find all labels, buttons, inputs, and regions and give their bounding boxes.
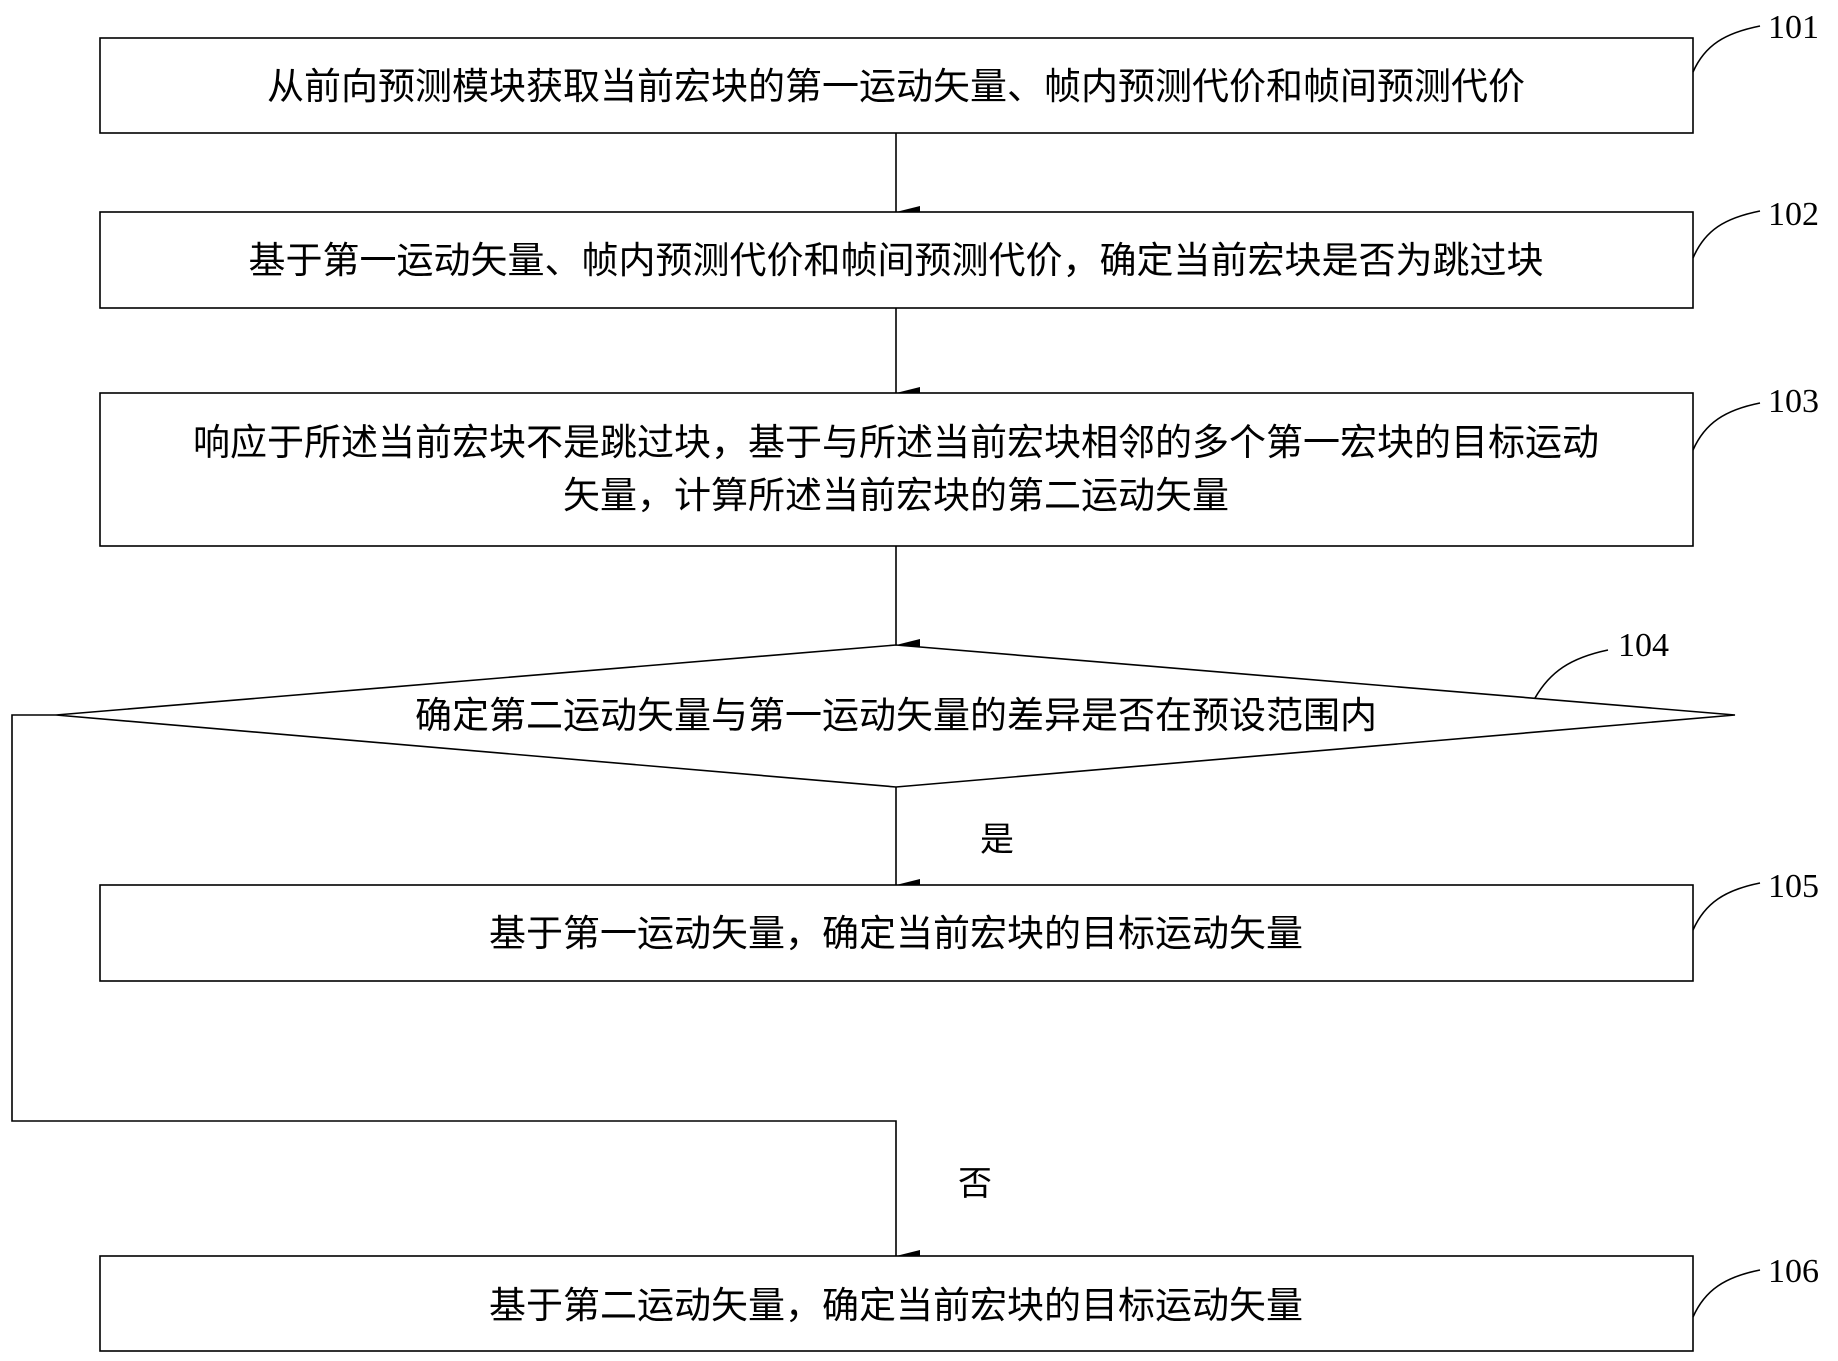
step-102-box (99, 211, 1694, 309)
step-103-text-line-2: 矢量，计算所述当前宏块的第二运动矢量 (563, 474, 1229, 517)
step-105-text: 基于第一运动矢量，确定当前宏块的目标运动矢量 (489, 912, 1303, 955)
step-106-box (99, 1255, 1694, 1352)
step-102: 基于第一运动矢量、帧内预测代价和帧间预测代价，确定当前宏块是否为跳过块 (99, 211, 1694, 309)
ref-103-label: 103 (1768, 383, 1819, 420)
ref-103: 103 (1692, 383, 1819, 451)
step-101-text: 从前向预测模块获取当前宏块的第一运动矢量、帧内预测代价和帧间预测代价 (267, 65, 1525, 108)
step-101: 从前向预测模块获取当前宏块的第一运动矢量、帧内预测代价和帧间预测代价 (99, 37, 1694, 134)
step-103: 响应于所述当前宏块不是跳过块，基于与所述当前宏块相邻的多个第一宏块的目标运动 矢… (99, 392, 1694, 547)
ref-101-leader (1692, 25, 1761, 73)
ref-102-label: 102 (1768, 196, 1819, 233)
step-103-text-line-1: 响应于所述当前宏块不是跳过块，基于与所述当前宏块相邻的多个第一宏块的目标运动 (193, 421, 1599, 464)
ref-104-label: 104 (1618, 627, 1669, 664)
ref-101: 101 (1692, 9, 1819, 73)
step-104-decision: 确定第二运动矢量与第一运动矢量的差异是否在预设范围内 (55, 644, 1736, 788)
step-105: 基于第一运动矢量，确定当前宏块的目标运动矢量 (99, 884, 1694, 982)
step-106-text: 基于第二运动矢量，确定当前宏块的目标运动矢量 (489, 1284, 1303, 1327)
ref-105-leader (1692, 882, 1761, 931)
branch-yes-label: 是 (980, 820, 1014, 860)
step-103-box (99, 392, 1694, 547)
ref-104-leader (1534, 649, 1609, 699)
ref-102-leader (1692, 210, 1761, 259)
ref-103-leader (1692, 402, 1761, 451)
step-104-text: 确定第二运动矢量与第一运动矢量的差异是否在预设范围内 (415, 694, 1377, 737)
step-105-box (99, 884, 1694, 982)
ref-105: 105 (1692, 868, 1819, 931)
ref-106-leader (1692, 1269, 1761, 1318)
ref-105-label: 105 (1768, 868, 1819, 905)
ref-106: 106 (1692, 1253, 1819, 1318)
ref-106-label: 106 (1768, 1253, 1819, 1290)
step-101-box (99, 37, 1694, 134)
step-102-text: 基于第一运动矢量、帧内预测代价和帧间预测代价，确定当前宏块是否为跳过块 (249, 239, 1544, 282)
step-106: 基于第二运动矢量，确定当前宏块的目标运动矢量 (99, 1255, 1694, 1352)
branch-no-label: 否 (958, 1164, 992, 1204)
ref-104: 104 (1534, 627, 1669, 699)
ref-101-label: 101 (1768, 9, 1819, 46)
ref-102: 102 (1692, 196, 1819, 259)
arrow-no-104-to-106 (11, 714, 920, 1262)
